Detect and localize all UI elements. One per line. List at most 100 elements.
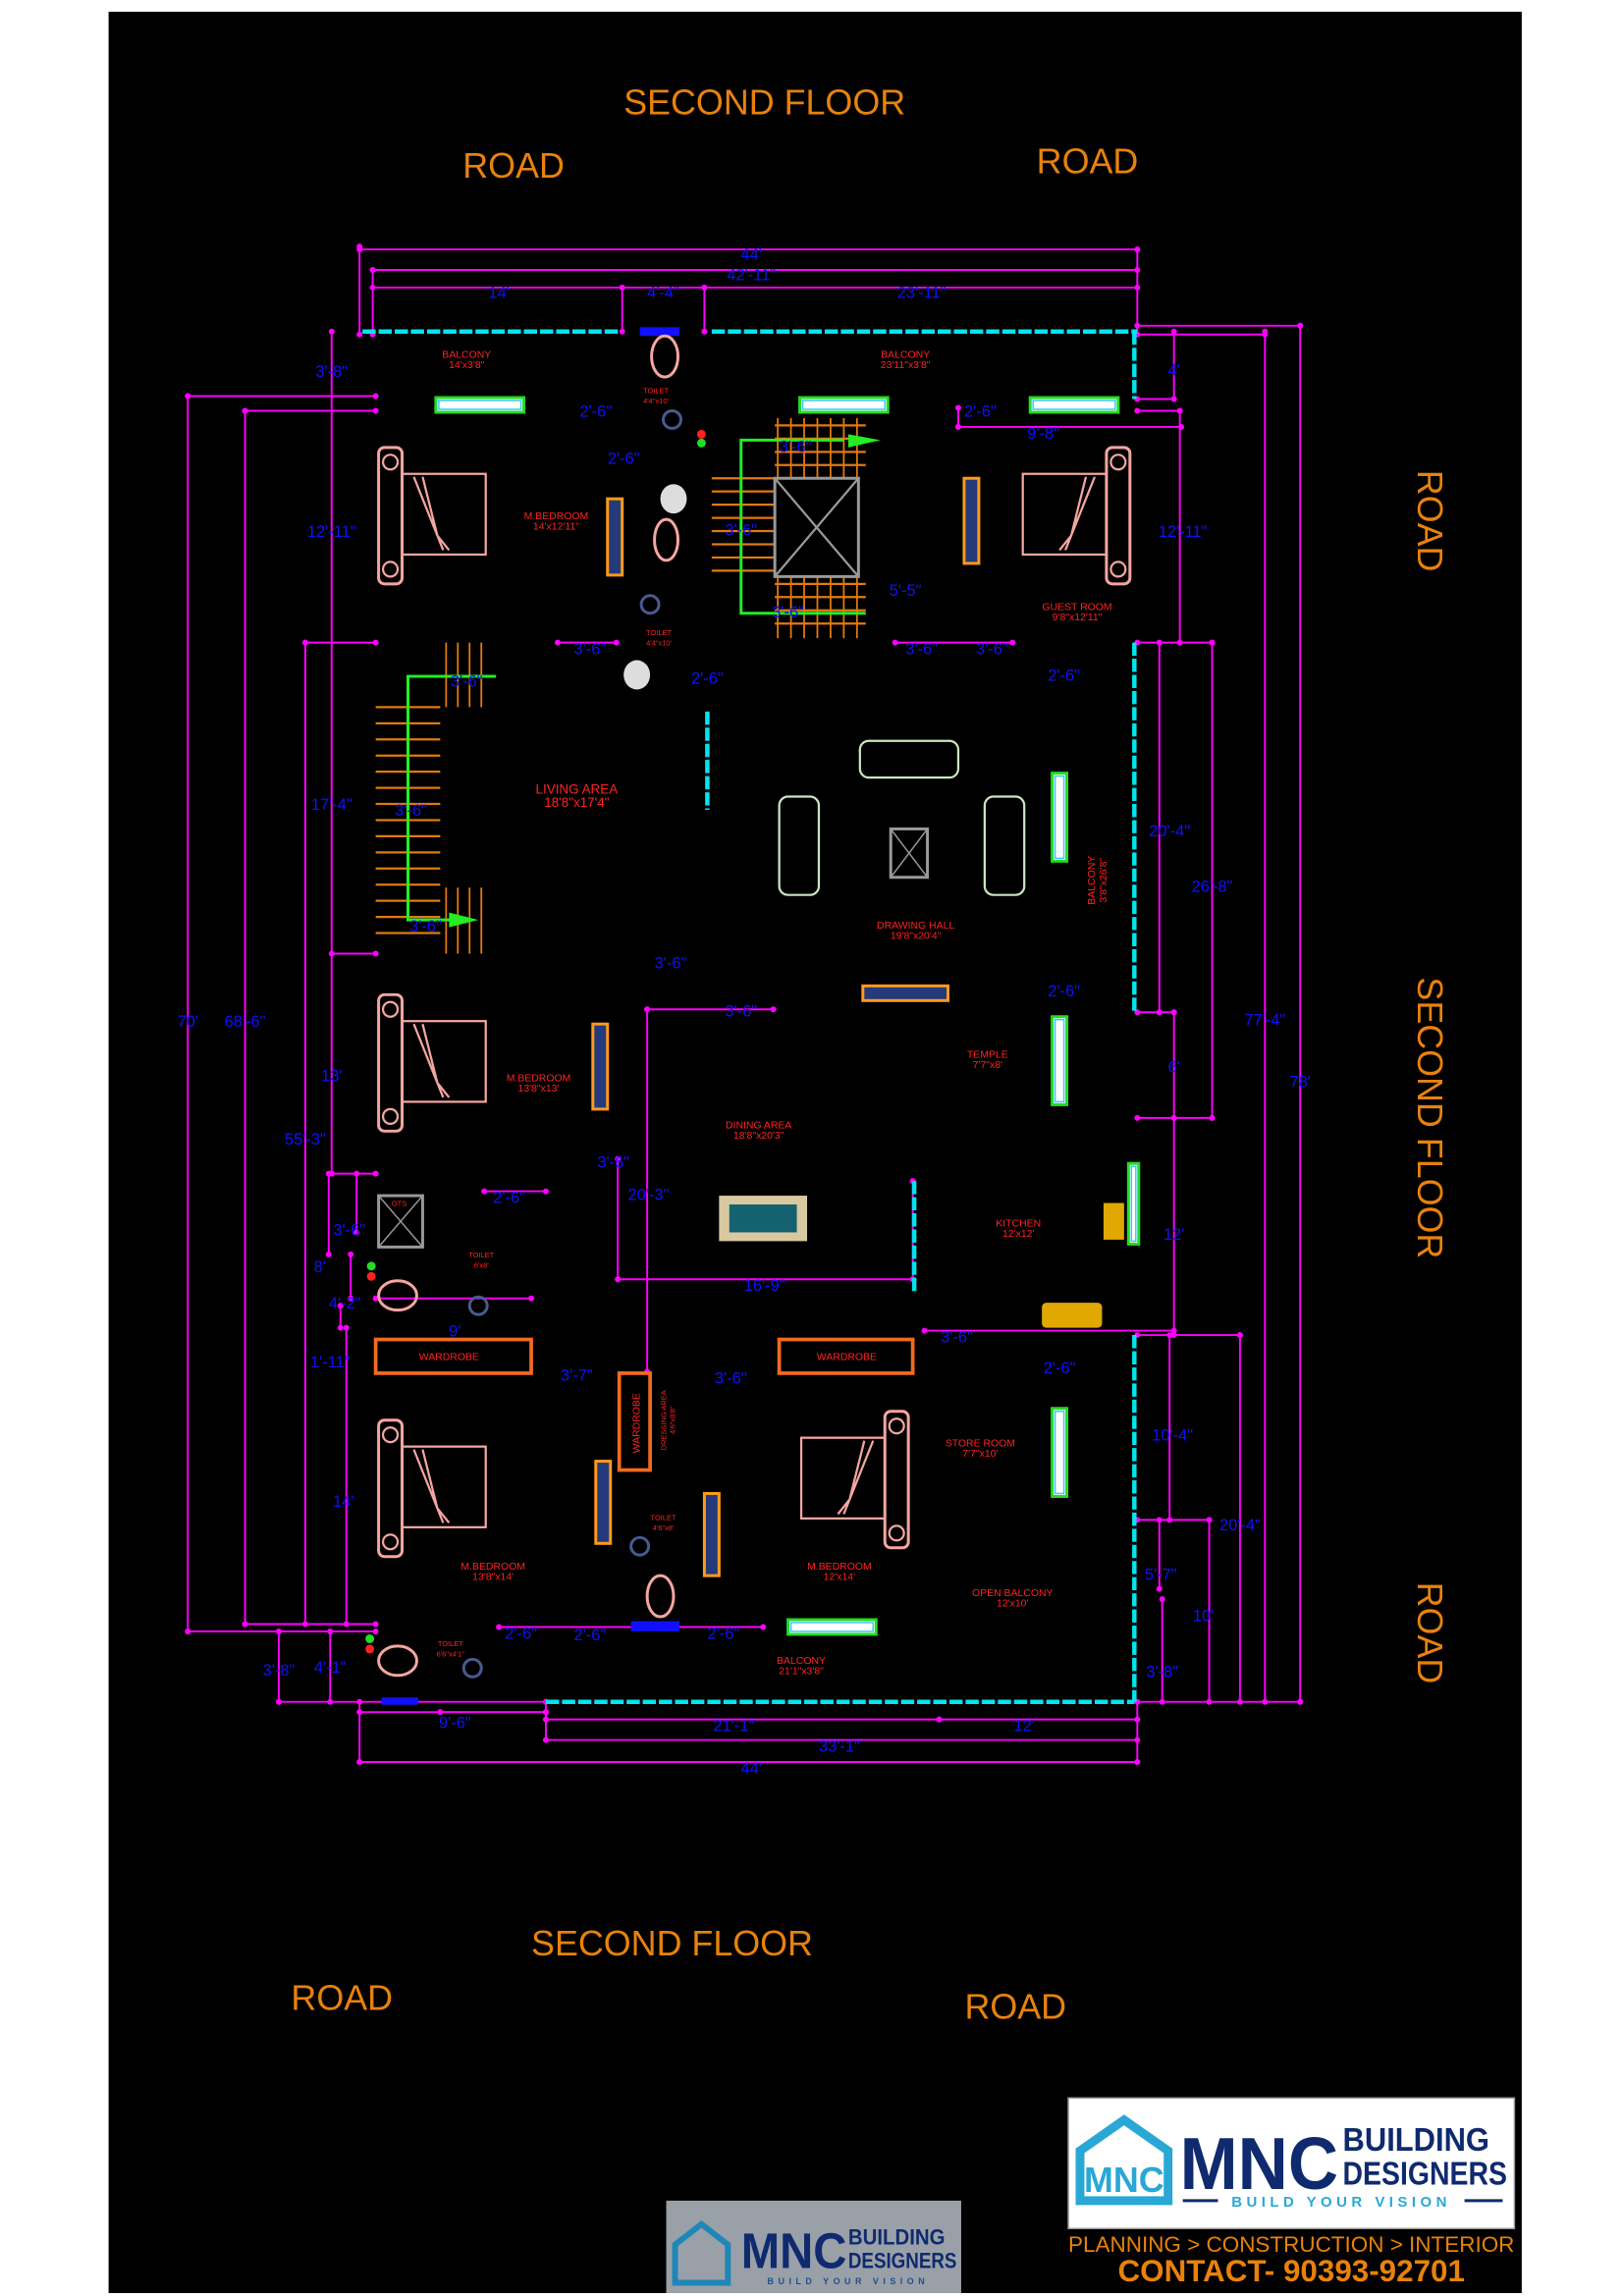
dimension-tick (275, 1698, 282, 1705)
dimension-tick (1134, 1758, 1141, 1765)
dimension-labels: 44'42'-11"14'4'-4"23'-11"4'12'-11"20'-4"… (178, 246, 1311, 1778)
room-size: 21'1"x3'8" (779, 1666, 824, 1677)
dimension-label: 3'-6" (573, 641, 606, 659)
dimension-label: 3'-6" (655, 954, 687, 972)
room-size: 13'8"x14' (472, 1573, 514, 1583)
dimension-tick (372, 407, 379, 414)
door-panel-icon (861, 984, 949, 1002)
stair-arrow-icon (449, 912, 479, 928)
dimension-label: 21'-1" (713, 1718, 754, 1735)
dimension-tick (701, 284, 708, 291)
bed-icon (377, 992, 487, 1133)
room-size: 12'x10' (997, 1599, 1028, 1610)
dimension-tick (1178, 423, 1185, 430)
dimension-tick (348, 1295, 354, 1302)
dimension-tick (372, 1295, 379, 1302)
dimension-label: 9'-8" (1027, 425, 1059, 443)
dimension-label: 8' (314, 1258, 326, 1276)
wardrobe-left-label: WARDROBE (419, 1352, 479, 1362)
room-size: 23'11"x3'8" (881, 360, 931, 371)
dimension-tick (356, 331, 363, 338)
logo-mark-text: MNC (1084, 2161, 1164, 2200)
dimension-tick (770, 1006, 777, 1013)
sofa-icon (983, 795, 1026, 896)
room-size: 7'7"x10' (962, 1449, 998, 1460)
logo-mnc: MNC (741, 2223, 847, 2279)
room-name: DRAWING HALL (877, 921, 954, 932)
dimension-label: 3'-7" (561, 1366, 593, 1384)
dining-table-top (729, 1204, 797, 1233)
dimension-label: 2'-6" (579, 402, 612, 420)
dimension-label: 12' (1163, 1226, 1184, 1244)
dimension-tick (542, 1736, 549, 1743)
dimension-label: 2'-6" (493, 1190, 525, 1207)
toilet-icon (377, 1644, 418, 1678)
dimension-label: 3'-8" (315, 363, 348, 381)
dimension-label: 20'-3" (628, 1187, 670, 1204)
bed-icon (377, 446, 487, 586)
dimension-label: 3'-6" (597, 1154, 629, 1172)
toilet-icon (653, 517, 679, 562)
stair-arrow-icon (847, 434, 881, 448)
room-name: TOILET (438, 1639, 463, 1648)
shower-icon (662, 408, 682, 430)
dimension-tick (644, 1006, 651, 1013)
tap-icon (366, 1271, 376, 1281)
dimension-label: 2'-6" (964, 402, 997, 420)
dimension-tick (372, 1170, 379, 1177)
dimension-label: 3'-8" (263, 1662, 296, 1680)
dimension-tick (1156, 1585, 1163, 1592)
dimension-tick (1170, 396, 1177, 402)
road-label-top-left: ROAD (462, 146, 565, 186)
dimension-tick (528, 1295, 535, 1302)
room-size: 9'8"x12'11" (1053, 613, 1103, 623)
dimension-tick (1134, 407, 1141, 414)
room-name: TOILET (646, 628, 672, 637)
ots-cross (378, 1195, 424, 1248)
company-logo-watermark: MNC BUILDING DESIGNERS BUILD YOUR VISION (666, 2200, 961, 2294)
shower-icon (629, 1535, 651, 1557)
dimension-label: 5'-7" (1145, 1567, 1177, 1584)
dimension-tick (372, 393, 379, 400)
tap-icon (696, 438, 706, 448)
dimension-label: 42'-11" (727, 266, 776, 284)
stair-landing (773, 476, 860, 578)
dimension-label: 4'-1" (314, 1659, 347, 1677)
sink-icon (1042, 1303, 1103, 1328)
dimension-tick (760, 1624, 767, 1630)
window-glass (1032, 400, 1116, 410)
dimension-label: 2'-6" (1044, 1360, 1076, 1377)
door-panel-icon (591, 1022, 610, 1111)
dimension-tick (619, 284, 625, 291)
dimension-label: 3'-6" (333, 1221, 365, 1239)
dimension-label: 17'-4" (311, 796, 352, 814)
dimension-tick (372, 1621, 379, 1628)
dimension-tick (496, 1624, 503, 1630)
dimension-tick (701, 328, 708, 335)
room-name: DINING AREA (726, 1120, 791, 1131)
dimension-tick (369, 267, 376, 273)
drawing-background (108, 11, 1522, 2294)
dimension-tick (337, 1324, 344, 1331)
dimension-tick (1236, 1332, 1243, 1339)
shower-icon (467, 1295, 489, 1316)
dimension-label: 3'-6" (725, 1003, 757, 1021)
tap-icon (696, 429, 706, 439)
sofa-icon (858, 739, 960, 779)
window-glass (1130, 1165, 1137, 1243)
company-logo-main: MNC MNC BUILDING DESIGNERS BUILD YOUR VI… (1067, 2097, 1516, 2229)
dimension-tick (1206, 1517, 1213, 1523)
dimension-tick (1170, 328, 1177, 335)
dimension-tick (1262, 331, 1269, 338)
ots-shaft-icon (377, 1194, 424, 1249)
room-size: 14'x12'11" (533, 522, 579, 533)
dimension-tick (1170, 1009, 1177, 1016)
dimension-label: 6' (1168, 1059, 1180, 1077)
dimension-tick (325, 1251, 332, 1257)
dimension-tick (892, 639, 898, 646)
dimension-label: 44' (741, 246, 762, 264)
dimension-tick (936, 1716, 943, 1723)
dimension-label: 3'-6" (780, 438, 812, 455)
road-label-bottom-right: ROAD (964, 1988, 1066, 2027)
